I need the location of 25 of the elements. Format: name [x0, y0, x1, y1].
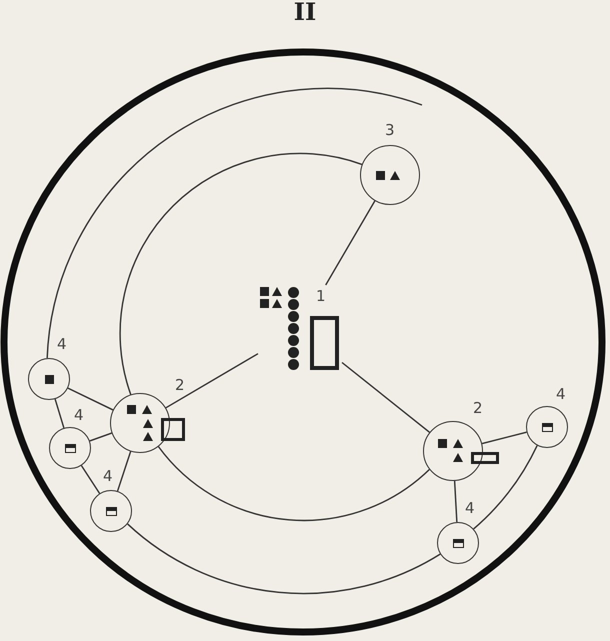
node-number: 4	[103, 468, 113, 485]
node-number: 1	[316, 288, 326, 305]
connector-line	[90, 432, 112, 442]
connector-line	[166, 353, 258, 408]
connector-line	[68, 388, 114, 411]
connector-line	[46, 88, 422, 358]
node-number: 3	[385, 122, 395, 139]
connector-line	[158, 446, 430, 522]
connector-line	[116, 451, 132, 492]
node-number: 4	[556, 386, 566, 403]
title: II	[294, 0, 316, 24]
connector-line	[120, 152, 362, 395]
connector-line	[54, 398, 65, 428]
connector-line	[473, 445, 538, 530]
connector-line	[482, 432, 527, 444]
node-number: 2	[175, 377, 185, 394]
connector-line	[80, 465, 100, 494]
connector-line	[325, 200, 376, 286]
node-number: 2	[473, 400, 483, 417]
connector-line	[127, 523, 441, 594]
node-number: 4	[465, 500, 475, 517]
connector-line	[454, 480, 458, 522]
node-number: 4	[57, 336, 67, 353]
connector-line	[342, 362, 430, 433]
node-number: 4	[74, 407, 84, 424]
